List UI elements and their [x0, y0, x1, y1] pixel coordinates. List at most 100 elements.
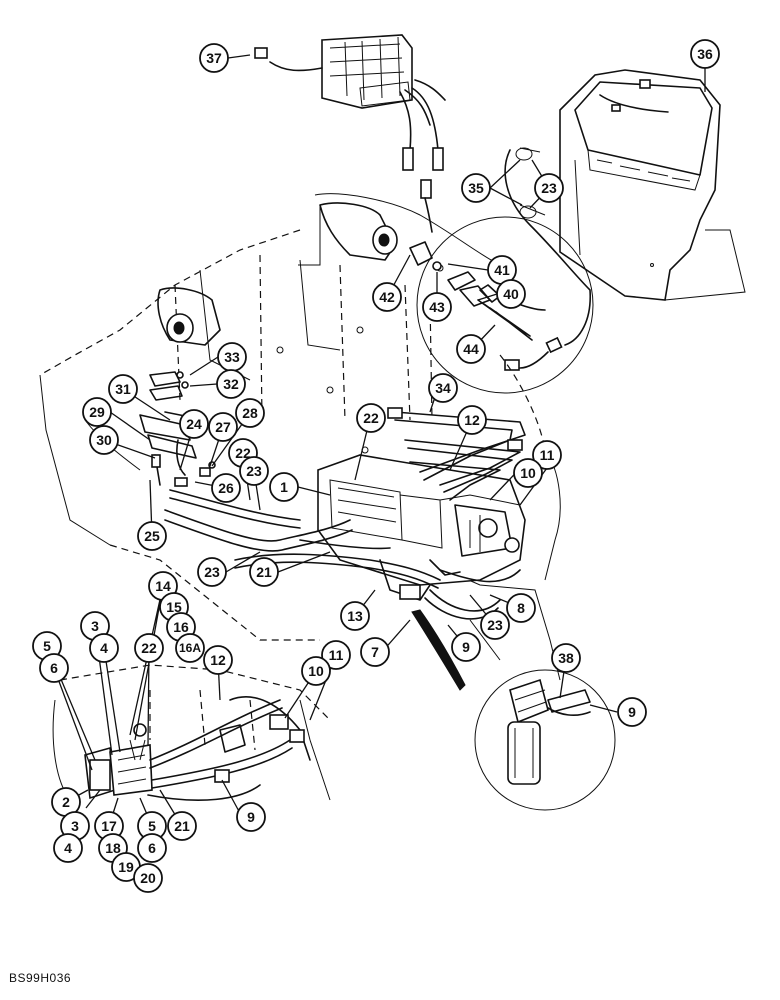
callout-23: 23: [480, 610, 510, 640]
callout-32: 32: [216, 369, 246, 399]
callout-9: 9: [617, 697, 647, 727]
svg-text:16: 16: [173, 619, 189, 635]
svg-text:41: 41: [494, 262, 510, 278]
callout-16a: 16A: [175, 633, 205, 663]
callout-20: 20: [133, 863, 163, 893]
svg-text:20: 20: [140, 870, 156, 886]
svg-text:16A: 16A: [179, 641, 201, 655]
svg-text:22: 22: [363, 410, 379, 426]
callout-43: 43: [422, 292, 452, 322]
callout-33: 33: [217, 342, 247, 372]
callout-28: 28: [235, 398, 265, 428]
figure-reference-code: BS99H036: [9, 971, 72, 985]
svg-text:30: 30: [96, 432, 112, 448]
svg-text:6: 6: [50, 660, 58, 676]
svg-text:12: 12: [210, 652, 226, 668]
callout-44: 44: [456, 334, 486, 364]
svg-text:9: 9: [628, 704, 636, 720]
callout-4: 4: [89, 633, 119, 663]
callout-19: 19: [111, 852, 141, 882]
svg-text:3: 3: [71, 818, 79, 834]
svg-text:21: 21: [256, 564, 272, 580]
svg-text:23: 23: [487, 617, 503, 633]
svg-text:12: 12: [464, 412, 480, 428]
lower-valve-view: [52, 664, 331, 831]
svg-text:4: 4: [64, 840, 72, 856]
callout-38: 38: [551, 643, 581, 673]
callout-31: 31: [108, 374, 138, 404]
svg-text:4: 4: [100, 640, 108, 656]
svg-text:38: 38: [558, 650, 574, 666]
callout-42: 42: [372, 282, 402, 312]
callout-21: 21: [249, 557, 279, 587]
svg-text:9: 9: [247, 809, 255, 825]
loader-pivot: [157, 202, 398, 346]
instrument-console: [519, 69, 746, 301]
callout-25: 25: [137, 521, 167, 551]
callout-6: 6: [137, 833, 167, 863]
svg-text:31: 31: [115, 381, 131, 397]
callout-23: 23: [197, 557, 227, 587]
svg-text:23: 23: [204, 564, 220, 580]
svg-text:10: 10: [520, 465, 536, 481]
svg-text:17: 17: [101, 818, 117, 834]
callout-22: 22: [134, 633, 164, 663]
callout-3: 3: [80, 611, 110, 641]
callout-37: 37: [199, 43, 229, 73]
callout-29: 29: [82, 397, 112, 427]
svg-text:44: 44: [463, 341, 479, 357]
callout-8: 8: [506, 593, 536, 623]
svg-text:28: 28: [242, 405, 258, 421]
svg-text:15: 15: [166, 599, 182, 615]
svg-text:10: 10: [308, 663, 324, 679]
svg-text:35: 35: [468, 180, 484, 196]
svg-text:42: 42: [379, 289, 395, 305]
callout-10: 10: [513, 458, 543, 488]
svg-text:1: 1: [280, 479, 288, 495]
svg-text:6: 6: [148, 840, 156, 856]
callout-41: 41: [487, 255, 517, 285]
svg-text:11: 11: [540, 447, 555, 463]
callout-24: 24: [179, 409, 209, 439]
callout-11: 11: [532, 440, 562, 470]
svg-text:36: 36: [697, 46, 713, 62]
svg-text:37: 37: [206, 50, 222, 66]
svg-text:18: 18: [105, 840, 121, 856]
callout-30: 30: [89, 425, 119, 455]
svg-text:32: 32: [223, 376, 239, 392]
svg-text:5: 5: [43, 638, 51, 654]
callout-7: 7: [360, 637, 390, 667]
filter-detail-view: [474, 669, 616, 811]
callout-36: 36: [690, 39, 720, 69]
callout-2: 2: [51, 787, 81, 817]
svg-text:23: 23: [246, 463, 262, 479]
callout-9: 9: [236, 802, 266, 832]
callout-6: 6: [39, 653, 69, 683]
callout-10: 10: [301, 656, 331, 686]
fuse-relay-box: [254, 34, 446, 233]
callout-13: 13: [340, 601, 370, 631]
svg-text:19: 19: [118, 859, 134, 875]
svg-text:33: 33: [224, 349, 240, 365]
svg-text:23: 23: [541, 180, 557, 196]
callout-23: 23: [534, 173, 564, 203]
svg-text:25: 25: [144, 528, 160, 544]
svg-text:2: 2: [62, 794, 70, 810]
callout-11: 11: [321, 640, 351, 670]
callout-21: 21: [167, 811, 197, 841]
callout-23: 23: [239, 456, 269, 486]
callout-40: 40: [496, 279, 526, 309]
callout-34: 34: [428, 373, 458, 403]
svg-text:8: 8: [517, 600, 525, 616]
callout-4: 4: [53, 833, 83, 863]
svg-text:40: 40: [503, 286, 519, 302]
svg-text:27: 27: [215, 419, 231, 435]
svg-text:5: 5: [148, 818, 156, 834]
callout-27: 27: [208, 412, 238, 442]
control-valve-assembly: [317, 454, 526, 601]
svg-text:22: 22: [235, 445, 251, 461]
callout-35: 35: [461, 173, 491, 203]
callout-22: 22: [356, 403, 386, 433]
svg-text:21: 21: [174, 818, 190, 834]
